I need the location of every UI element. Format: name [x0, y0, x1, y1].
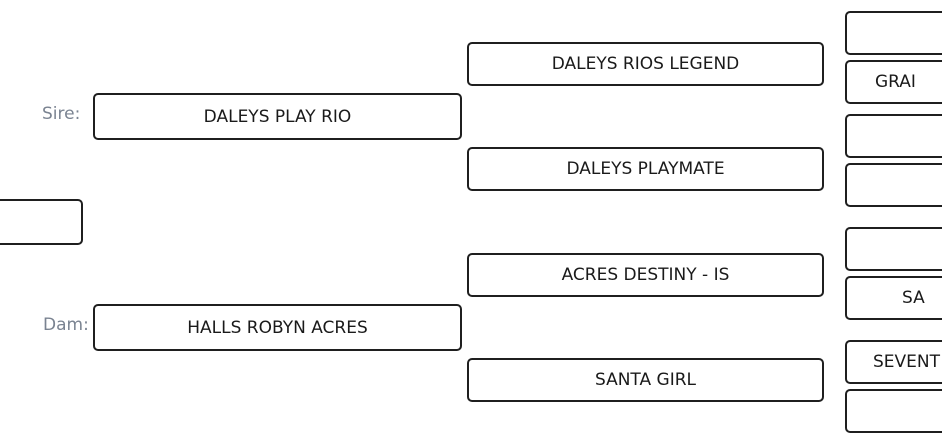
- great-grandparent-box-8[interactable]: [845, 389, 942, 433]
- great-grandparent-box-7[interactable]: SEVENT: [845, 340, 942, 384]
- grandparent-name: SANTA GIRL: [594, 370, 697, 390]
- dam-name: HALLS ROBYN ACRES: [187, 317, 368, 338]
- grandparent-box-2[interactable]: DALEYS PLAYMATE: [467, 147, 824, 191]
- dam-box[interactable]: HALLS ROBYN ACRES: [93, 304, 462, 351]
- great-grandparent-name: SA: [902, 288, 925, 308]
- sire-name: DALEYS PLAY RIO: [203, 106, 352, 127]
- grandparent-box-3[interactable]: ACRES DESTINY - IS: [467, 253, 824, 297]
- subject-box[interactable]: [0, 199, 83, 245]
- great-grandparent-box-5[interactable]: [845, 227, 942, 271]
- dam-label: Dam:: [43, 315, 89, 335]
- grandparent-name: ACRES DESTINY - IS: [561, 265, 730, 285]
- great-grandparent-name: GRAI: [875, 72, 916, 92]
- great-grandparent-box-1[interactable]: [845, 11, 942, 55]
- great-grandparent-name: SEVENT: [873, 352, 941, 372]
- grandparent-box-4[interactable]: SANTA GIRL: [467, 358, 824, 402]
- great-grandparent-box-2[interactable]: GRAI: [845, 60, 942, 104]
- grandparent-name: DALEYS RIOS LEGEND: [551, 54, 740, 74]
- sire-box[interactable]: DALEYS PLAY RIO: [93, 93, 462, 140]
- great-grandparent-box-4[interactable]: [845, 163, 942, 207]
- great-grandparent-box-6[interactable]: SA: [845, 276, 942, 320]
- great-grandparent-box-3[interactable]: [845, 114, 942, 158]
- grandparent-name: DALEYS PLAYMATE: [566, 159, 725, 179]
- sire-label: Sire:: [42, 104, 81, 124]
- grandparent-box-1[interactable]: DALEYS RIOS LEGEND: [467, 42, 824, 86]
